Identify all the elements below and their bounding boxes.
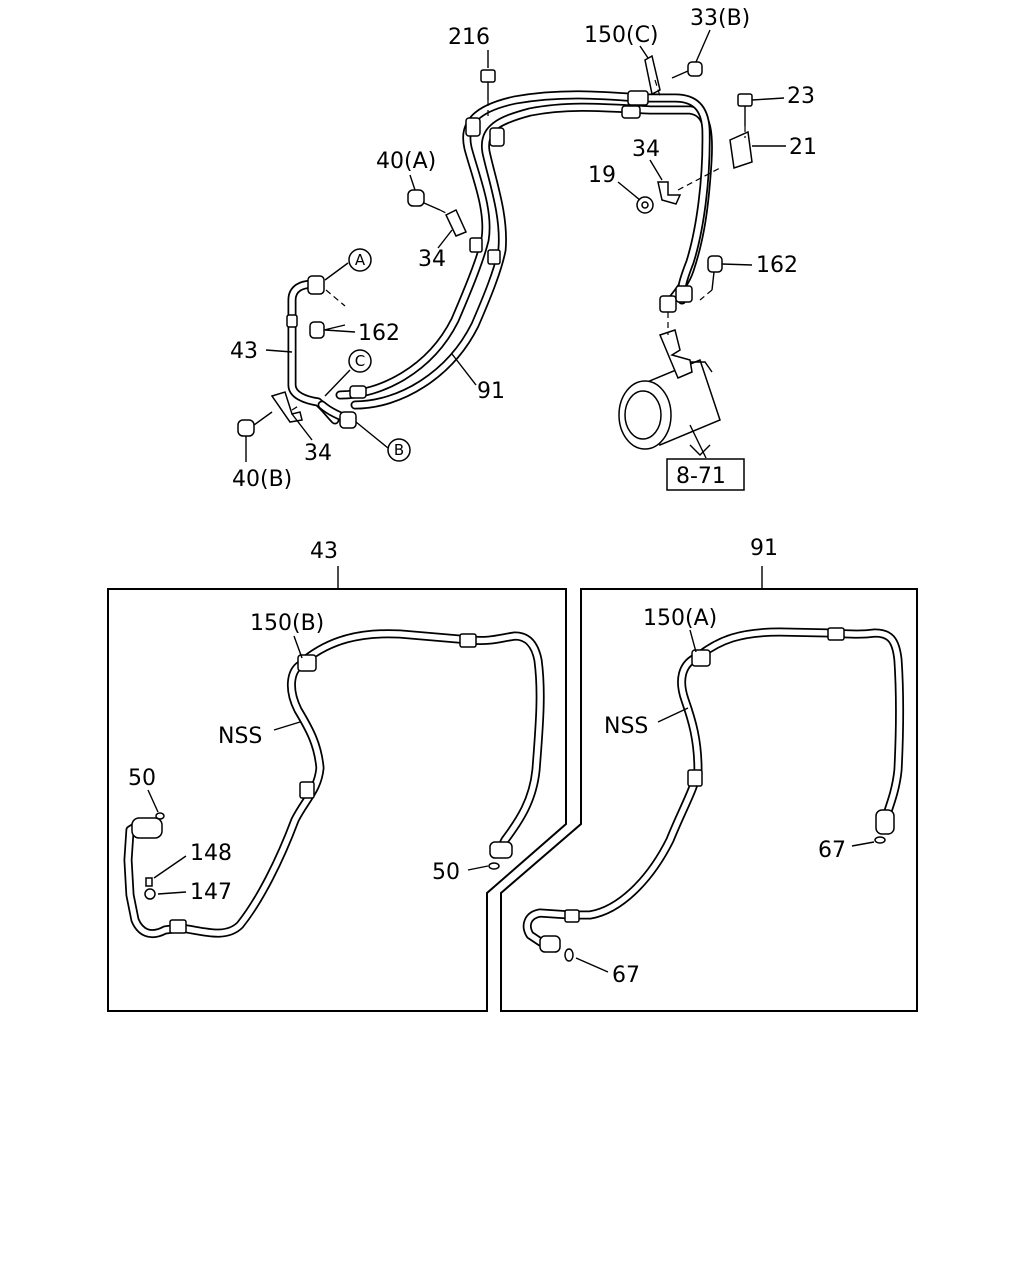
label-150b: 150(B) [250, 611, 324, 636]
fitting-43-left-end [131, 817, 163, 839]
bracket-150c [644, 54, 661, 96]
label-43-main: 43 [230, 339, 258, 364]
label-50-right: 50 [432, 860, 460, 885]
label-33b: 33(B) [690, 6, 750, 31]
bracket-34-low [270, 391, 303, 423]
detail-frame-91: 91 150(A) NSS 67 67 [500, 536, 918, 1012]
clamp-150a [691, 649, 711, 667]
label-50-left: 50 [128, 766, 156, 791]
compressor [618, 329, 721, 456]
bolt-40b [237, 411, 273, 437]
clip-34-top [657, 181, 682, 205]
label-40a: 40(A) [376, 149, 436, 174]
nut-19 [636, 196, 654, 214]
label-23: 23 [787, 84, 815, 109]
dashed-guides [291, 79, 746, 411]
cap-148 [145, 877, 153, 887]
detail-43-header: 43 [310, 539, 338, 564]
o-ring-50-right [488, 862, 500, 870]
circle-b-letter: B [394, 441, 404, 459]
label-34-low: 34 [304, 441, 332, 466]
circle-a-letter: A [355, 251, 366, 269]
label-162-right: 162 [756, 253, 798, 278]
o-ring-67-low [564, 948, 574, 962]
label-67-low: 67 [612, 963, 640, 988]
label-147: 147 [190, 880, 232, 905]
label-91-main: 91 [477, 379, 505, 404]
pipe-fittings [286, 90, 693, 399]
detail-frame-43: 43 150(B) NSS 50 148 147 50 [107, 539, 567, 1012]
label-162-left: 162 [358, 321, 400, 346]
bolt-33b [671, 61, 703, 79]
nut-b-fitting [339, 411, 357, 429]
ref-871-box [666, 458, 745, 491]
bracket-21 [729, 130, 753, 169]
fitting-91-right-end [875, 809, 895, 835]
label-150a: 150(A) [643, 606, 717, 631]
clamp-150b [297, 654, 317, 672]
circle-a [348, 248, 372, 272]
label-21: 21 [789, 135, 817, 160]
label-216: 216 [448, 25, 490, 50]
label-nss-43: NSS [218, 724, 262, 749]
circle-c-letter: C [355, 352, 365, 370]
clip-34-mid [445, 208, 468, 237]
label-40b: 40(B) [232, 467, 292, 492]
label-34-top: 34 [632, 137, 660, 162]
label-150c: 150(C) [584, 23, 659, 48]
label-34-mid: 34 [418, 247, 446, 272]
leader-lines [245, 29, 786, 462]
detail-91-header: 91 [750, 536, 778, 561]
circle-b [387, 438, 411, 462]
bolt-23 [737, 93, 753, 126]
bolt-40a [407, 189, 441, 211]
label-19: 19 [588, 163, 616, 188]
bolt-162-right [707, 255, 723, 291]
label-ref-871: 8-71 [676, 464, 726, 489]
bolt-216 [480, 69, 496, 100]
valve-147 [144, 888, 156, 900]
fitting-43-right-end [489, 841, 513, 859]
main-callouts: 216 150(C) 33(B) 23 21 34 19 40(A) 34 A … [230, 6, 817, 492]
o-ring-67-right [874, 836, 886, 844]
bolt-162-left [309, 321, 346, 339]
pipe-43-assembly [287, 93, 711, 425]
circle-c [348, 349, 372, 373]
fitting-91-left-end [539, 935, 561, 953]
o-ring-50-left [155, 812, 165, 820]
label-67-right: 67 [818, 838, 846, 863]
label-nss-91: NSS [604, 714, 648, 739]
label-148: 148 [190, 841, 232, 866]
